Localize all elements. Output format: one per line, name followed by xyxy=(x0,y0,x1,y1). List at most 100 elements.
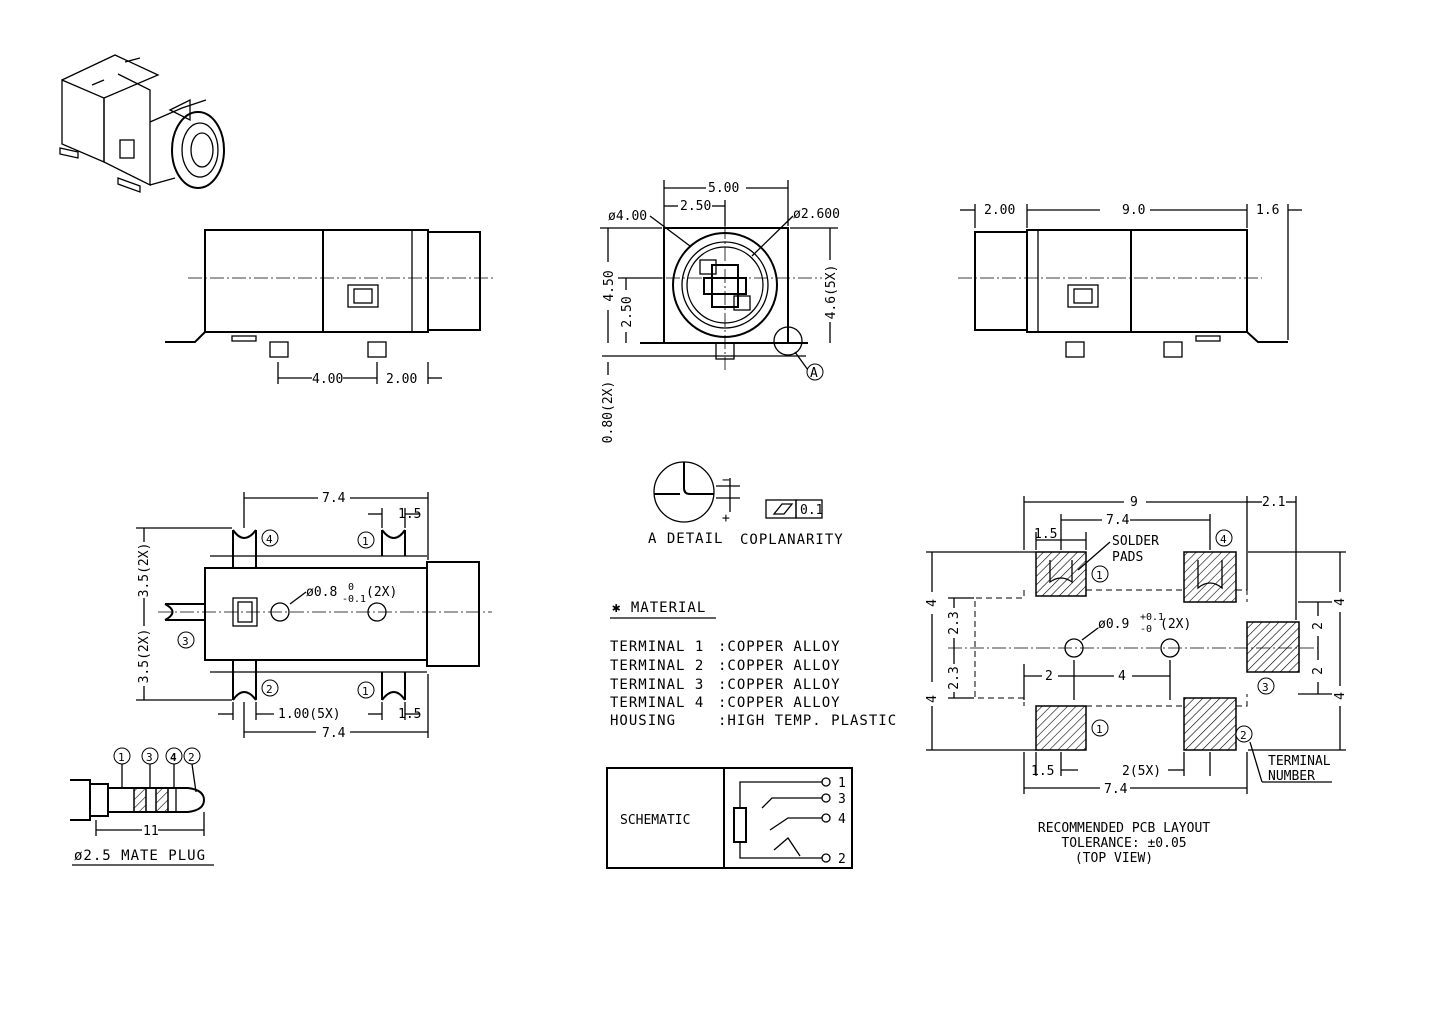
front-outer-dia: ø4.00 xyxy=(608,209,647,224)
plug-label-1: 1 xyxy=(118,751,125,764)
plug-label-2: 2 xyxy=(188,751,195,764)
schematic-pin-4: 4 xyxy=(838,812,846,827)
pcb-terminal-label: TERMINAL xyxy=(1268,754,1331,769)
bottom-term-1a: 1 xyxy=(362,535,369,548)
bottom-hole: ø0.8 xyxy=(306,585,337,600)
bottom-term-1b: 1 xyxy=(362,685,369,698)
side-dim-1-6: 1.6 xyxy=(1256,203,1279,218)
bottom-term-4: 4 xyxy=(266,533,273,546)
bottom-pad-top: 1.5 xyxy=(398,507,421,522)
side-dim-2: 2.00 xyxy=(984,203,1015,218)
pcb-right-top: 4 xyxy=(1333,598,1348,606)
top-dim-4: 4.00 xyxy=(312,372,343,387)
pcb-hole: ø0.9 xyxy=(1098,617,1129,632)
material-title: ✱ MATERIAL xyxy=(612,600,706,616)
pcb-term-1b: 1 xyxy=(1096,723,1103,736)
pcb-layout: 4 4 2.3 2.3 9 2.1 7.4 1.5 SOLDER PADS 1 … xyxy=(925,495,1348,866)
schematic-pin-2: 2 xyxy=(838,852,846,867)
side-view: 2.00 9.0 1.6 xyxy=(958,203,1302,358)
pcb-term-2: 2 xyxy=(1240,729,1247,742)
pcb-solder: SOLDER xyxy=(1112,534,1159,549)
bottom-pitch: 1.00(5X) xyxy=(278,707,341,722)
pcb-mid-top: 2 xyxy=(1311,622,1326,630)
pcb-hole-count: (2X) xyxy=(1160,617,1191,632)
bottom-term-2: 2 xyxy=(266,683,273,696)
coplanarity-value: 0.1 xyxy=(800,503,823,518)
pcb-bottom-pad: 1.5 xyxy=(1031,764,1054,779)
pcb-x-b: 4 xyxy=(1118,669,1126,684)
material-value-3: :COPPER ALLOY xyxy=(718,677,841,693)
front-side-height: 4.6(5X) xyxy=(824,265,839,320)
material-item-4: TERMINAL 4 xyxy=(610,695,704,711)
bottom-term-3: 3 xyxy=(182,635,189,648)
bottom-length: 7.4 xyxy=(322,491,346,506)
plug-title: ø2.5 MATE PLUG xyxy=(74,848,206,864)
front-pin-len: 0.80(2X) xyxy=(601,381,616,444)
pcb-span: 7.4 xyxy=(1104,782,1128,797)
material-item-3: TERMINAL 3 xyxy=(610,677,704,693)
front-half-height: 2.50 xyxy=(620,296,635,327)
bottom-view: ø0.8 0 -0.1 (2X) 4 1 3 2 1 7.4 1.5 3.5(2… xyxy=(136,491,492,741)
front-height: 4.50 xyxy=(602,270,617,301)
material-item-1: TERMINAL 1 xyxy=(610,639,704,655)
schematic-pin-3: 3 xyxy=(838,792,846,807)
top-dim-2: 2.00 xyxy=(386,372,417,387)
pcb-hole-tol-low: -0 xyxy=(1140,624,1152,635)
bottom-half-bottom: 3.5(2X) xyxy=(137,629,152,684)
pcb-left-top: 4 xyxy=(925,599,940,607)
schematic-label: SCHEMATIC xyxy=(620,813,690,828)
bottom-length-2: 7.4 xyxy=(322,726,346,741)
bottom-half-top: 3.5(2X) xyxy=(137,543,152,598)
pcb-pitch: 2(5X) xyxy=(1122,764,1161,779)
pcb-caption: RECOMMENDED PCB LAYOUT xyxy=(1038,821,1210,836)
material-item-2: TERMINAL 2 xyxy=(610,658,704,674)
pcb-term-3: 3 xyxy=(1262,681,1269,694)
front-width: 5.00 xyxy=(708,181,739,196)
pcb-tolerance: TOLERANCE: ±0.05 xyxy=(1061,836,1186,851)
pcb-mid-bottom: 2 xyxy=(1311,667,1326,675)
pcb-terminal-label-2: NUMBER xyxy=(1268,769,1315,784)
bottom-hole-count: (2X) xyxy=(366,585,397,600)
isometric-view xyxy=(59,54,225,193)
detail-a-ref: A xyxy=(810,366,818,381)
pcb-overall: 9 xyxy=(1130,495,1138,510)
pcb-inner-bottom: 2.3 xyxy=(947,666,962,689)
bottom-pad-bottom: 1.5 xyxy=(398,707,421,722)
detail-minus: − xyxy=(722,473,730,488)
detail-a-label: A DETAIL xyxy=(648,531,723,547)
plug-label-3: 3 xyxy=(146,751,153,764)
top-view: 4.00 2.00 xyxy=(165,229,495,387)
detail-a-marker xyxy=(806,363,824,381)
material-list: ✱ MATERIAL TERMINAL 1 :COPPER ALLOY TERM… xyxy=(610,600,897,729)
pcb-term-4: 4 xyxy=(1220,533,1227,546)
front-half-width: 2.50 xyxy=(680,199,711,214)
material-value-2: :COPPER ALLOY xyxy=(718,658,841,674)
material-value-5: :HIGH TEMP. PLASTIC xyxy=(718,713,897,729)
coplanarity-label: COPLANARITY xyxy=(740,532,844,548)
schematic: SCHEMATIC 1 3 4 2 xyxy=(606,767,853,869)
front-view: A 5.00 2.50 ø4.00 ø2.600 4.50 2.50 4.6(5… xyxy=(600,180,844,548)
pcb-right-bottom: 4 xyxy=(1333,692,1348,700)
mate-plug: 1 3 4 2 11 ø2.5 MATE PLUG xyxy=(70,747,214,866)
material-value-1: :COPPER ALLOY xyxy=(718,639,841,655)
bottom-hole-tol-low: -0.1 xyxy=(342,594,366,605)
bottom-hole-tol-up: 0 xyxy=(348,582,354,593)
schematic-pin-1: 1 xyxy=(838,776,846,791)
plug-label-4: 4 xyxy=(170,751,177,764)
pcb-x-a: 2 xyxy=(1045,669,1053,684)
pcb-pad-span: 7.4 xyxy=(1106,513,1130,528)
pcb-solder-2: PADS xyxy=(1112,550,1143,565)
pcb-inner-top: 2.3 xyxy=(947,611,962,634)
pcb-term-1a: 1 xyxy=(1096,569,1103,582)
side-dim-9: 9.0 xyxy=(1122,203,1145,218)
material-item-5: HOUSING xyxy=(610,713,676,729)
detail-plus: + xyxy=(722,511,730,526)
plug-length: 11 xyxy=(143,824,159,839)
pcb-view: (TOP VIEW) xyxy=(1075,851,1153,866)
front-inner-dia: ø2.600 xyxy=(793,207,840,222)
pcb-pad-w: 1.5 xyxy=(1034,527,1057,542)
pcb-right-ext: 2.1 xyxy=(1262,495,1285,510)
pcb-hole-tol-up: +0.1 xyxy=(1140,612,1164,623)
